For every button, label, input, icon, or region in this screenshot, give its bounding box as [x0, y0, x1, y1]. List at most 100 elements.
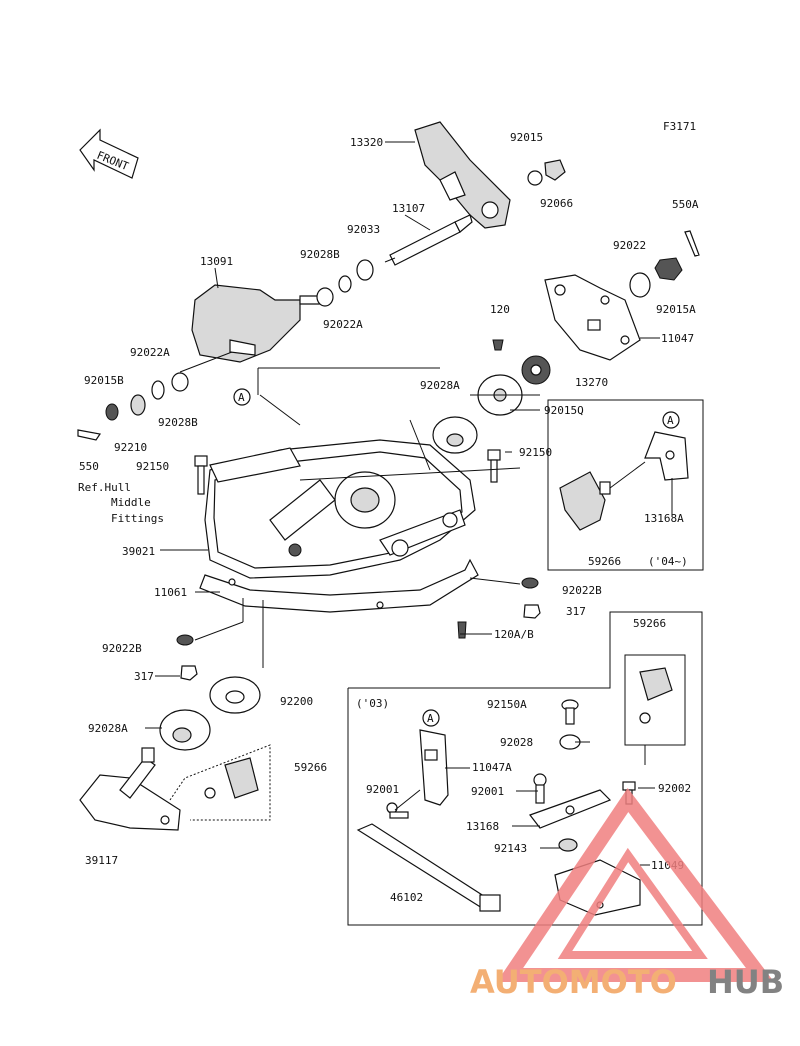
label-92143: 92143: [494, 842, 527, 855]
label-13091: 13091: [200, 255, 233, 268]
label-59266-box04: 59266: [588, 555, 621, 568]
nut-317-right: [523, 604, 541, 619]
label-59266-box03: 59266: [633, 617, 666, 630]
label-92001-a: 92001: [366, 783, 399, 796]
label-92150-left: 92150: [136, 460, 169, 473]
ball-joint-92001-b: [533, 773, 547, 804]
label-92022: 92022: [613, 239, 646, 252]
bushing-92028B-top: [316, 287, 334, 307]
label-39117: 39117: [85, 854, 118, 867]
bracket-11047: [544, 274, 641, 361]
label-variant-03: ('03): [356, 697, 389, 710]
label-92022A-top: 92022A: [323, 318, 363, 331]
washer-92022A-top: [338, 275, 352, 293]
washer-92022B-left: [176, 634, 194, 646]
washer-92022B-right: [521, 577, 539, 589]
bolt-92150-left: [194, 455, 208, 495]
label-13168: 13168: [466, 820, 499, 833]
nut-92015A: [654, 257, 683, 281]
figure-code: F3171: [663, 120, 696, 133]
lever-39117: [79, 747, 181, 831]
steering-holder-13091: [191, 284, 321, 363]
label-550A: 550A: [672, 198, 699, 211]
gasket-11061: [199, 558, 479, 613]
nut-92015B: [105, 403, 119, 421]
svg-text:A: A: [427, 712, 434, 725]
label-92022A-left: 92022A: [130, 346, 170, 359]
label-92150-right: 92150: [519, 446, 552, 459]
circlip-92033: [356, 259, 374, 281]
label-92028B-left: 92028B: [158, 416, 198, 429]
screw-120AB: [457, 621, 467, 639]
bolt-92150-right: [487, 449, 501, 483]
label-92022B-right: 92022B: [562, 584, 602, 597]
plate-strip: [209, 447, 301, 483]
label-92033: 92033: [347, 223, 380, 236]
ref-note-line2: Middle: [111, 496, 151, 509]
svg-text:A: A: [667, 414, 674, 427]
label-11061: 11061: [154, 586, 187, 599]
screw-120: [492, 339, 504, 351]
callout-a-2: A: [662, 411, 680, 429]
label-92028A-mid: 92028A: [420, 379, 460, 392]
label-13168A: 13168A: [644, 512, 684, 525]
watermark-text-secondary: HUB: [707, 963, 784, 1001]
label-92210: 92210: [114, 441, 147, 454]
label-variant-04: ('04~): [648, 555, 688, 568]
cable-end-59266-box03: [639, 667, 673, 724]
pump-cover-39021: [204, 439, 476, 579]
nut-317-left: [180, 665, 198, 681]
label-13107: 13107: [392, 202, 425, 215]
bracket-11047A: [419, 729, 449, 806]
label-13270: 13270: [575, 376, 608, 389]
cable-end-59266-mid: [204, 757, 259, 799]
bracket-13168A: [644, 431, 689, 481]
label-92028: 92028: [500, 736, 533, 749]
watermark-logo: AUTOMOTO HUB: [470, 787, 784, 1001]
washer-92022A-left: [151, 380, 165, 400]
label-550: 550: [79, 460, 99, 473]
label-13320: 13320: [350, 136, 383, 149]
label-317-left: 317: [134, 670, 154, 683]
svg-text:A: A: [238, 391, 245, 404]
label-92200: 92200: [280, 695, 313, 708]
screw-92150A: [561, 699, 579, 725]
sub-box-59266: [624, 654, 686, 746]
ball-joint-92001-a: [386, 802, 409, 819]
bolt-92210: [130, 394, 146, 416]
label-92028A-low: 92028A: [88, 722, 128, 735]
cotter-pin-550: [77, 429, 102, 441]
label-46102: 46102: [390, 891, 423, 904]
label-92015: 92015: [510, 131, 543, 144]
front-arrow-icon: FRONT: [79, 128, 139, 179]
plate-13168: [529, 789, 612, 829]
cable-rod-46102: [356, 823, 501, 912]
label-92002: 92002: [658, 782, 691, 795]
callout-a-3: A: [422, 709, 440, 727]
label-92015Q: 92015Q: [544, 404, 584, 417]
washer-92143: [558, 838, 578, 852]
callout-a-1: A: [233, 388, 251, 406]
label-92022B-left: 92022B: [102, 642, 142, 655]
label-11047A: 11047A: [472, 761, 512, 774]
label-92015B: 92015B: [84, 374, 124, 387]
label-39021: 39021: [122, 545, 155, 558]
label-92015A: 92015A: [656, 303, 696, 316]
label-120: 120: [490, 303, 510, 316]
ref-note-line1: Ref.Hull: [78, 481, 131, 494]
label-92001-b: 92001: [471, 785, 504, 798]
cotter-pin-550A: [684, 230, 700, 257]
label-59266-mid: 59266: [294, 761, 327, 774]
ref-note-line3: Fittings: [111, 512, 164, 525]
cable-end-59266-box04: [559, 471, 611, 531]
nut-92015: [527, 170, 543, 186]
label-317-right: 317: [566, 605, 586, 618]
variant-box-04: [547, 399, 704, 571]
label-11047: 11047: [661, 332, 694, 345]
steering-cover-13320: [414, 121, 511, 229]
label-92066: 92066: [540, 197, 573, 210]
label-92150A: 92150A: [487, 698, 527, 711]
cap-92066: [544, 159, 566, 181]
label-120AB: 120A/B: [494, 628, 534, 641]
